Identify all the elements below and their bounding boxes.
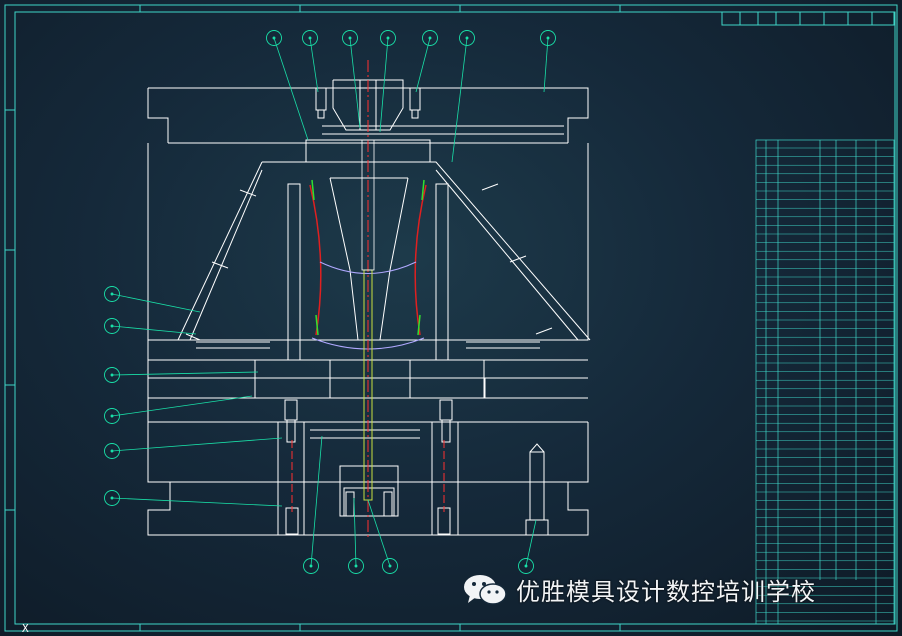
balloon-dot	[110, 449, 114, 453]
balloon-dot	[272, 36, 276, 40]
leader-line	[111, 437, 283, 452]
leader-lines	[111, 37, 549, 567]
leader-line	[309, 37, 319, 93]
ejector-pin-assembly	[291, 60, 445, 540]
balloon-dot	[110, 292, 114, 296]
part-balloon	[104, 443, 120, 459]
part-balloon	[382, 558, 398, 574]
leader-line	[111, 395, 253, 417]
leader-line	[415, 37, 431, 93]
wechat-logo-icon	[464, 574, 507, 605]
leader-line	[349, 37, 361, 129]
balloon-dot	[546, 36, 550, 40]
part-balloon	[422, 30, 438, 46]
mold-plates	[147, 79, 591, 536]
leader-line	[367, 499, 391, 567]
part-balloon	[302, 30, 318, 46]
leader-line	[310, 435, 323, 567]
x-axis-label: X	[22, 622, 29, 635]
balloon-dot	[465, 36, 469, 40]
part-balloon	[380, 30, 396, 46]
part-balloon	[342, 30, 358, 46]
part-balloon	[540, 30, 556, 46]
leader-line	[111, 497, 283, 507]
leader-line	[353, 497, 357, 567]
part-balloon	[518, 558, 534, 574]
balloon-dot	[110, 414, 114, 418]
balloon-dot	[308, 36, 312, 40]
balloon-dot	[354, 564, 358, 568]
balloon-dot	[388, 564, 392, 568]
watermark: 优胜模具设计数控培训学校	[462, 572, 816, 607]
balloon-dot	[386, 36, 390, 40]
balloon-dot	[110, 373, 114, 377]
balloon-dot	[428, 36, 432, 40]
leader-line	[273, 37, 309, 141]
part-balloon	[348, 558, 364, 574]
part-balloon	[104, 367, 120, 383]
balloon-dot	[524, 564, 528, 568]
part-balloon	[104, 286, 120, 302]
drawing-frame	[4, 4, 898, 632]
part-balloon	[104, 408, 120, 424]
parts-list-table	[755, 139, 895, 625]
balloon-dot	[309, 564, 313, 568]
part-balloon	[303, 558, 319, 574]
balloon-dot	[110, 496, 114, 500]
leader-line	[543, 37, 549, 93]
balloon-dot	[110, 324, 114, 328]
leader-line	[379, 37, 389, 133]
parts-list-rows	[756, 147, 894, 622]
cavity-profile	[309, 179, 427, 350]
leader-line	[451, 37, 468, 163]
part-balloons	[104, 30, 556, 574]
part-balloon	[104, 490, 120, 506]
part-balloon	[459, 30, 475, 46]
balloon-dot	[348, 36, 352, 40]
part-balloon	[104, 318, 120, 334]
leader-line	[111, 371, 259, 376]
leader-line	[111, 325, 197, 335]
part-balloon	[266, 30, 282, 46]
leader-line	[111, 293, 201, 313]
watermark-text: 优胜模具设计数控培训学校	[516, 578, 816, 606]
